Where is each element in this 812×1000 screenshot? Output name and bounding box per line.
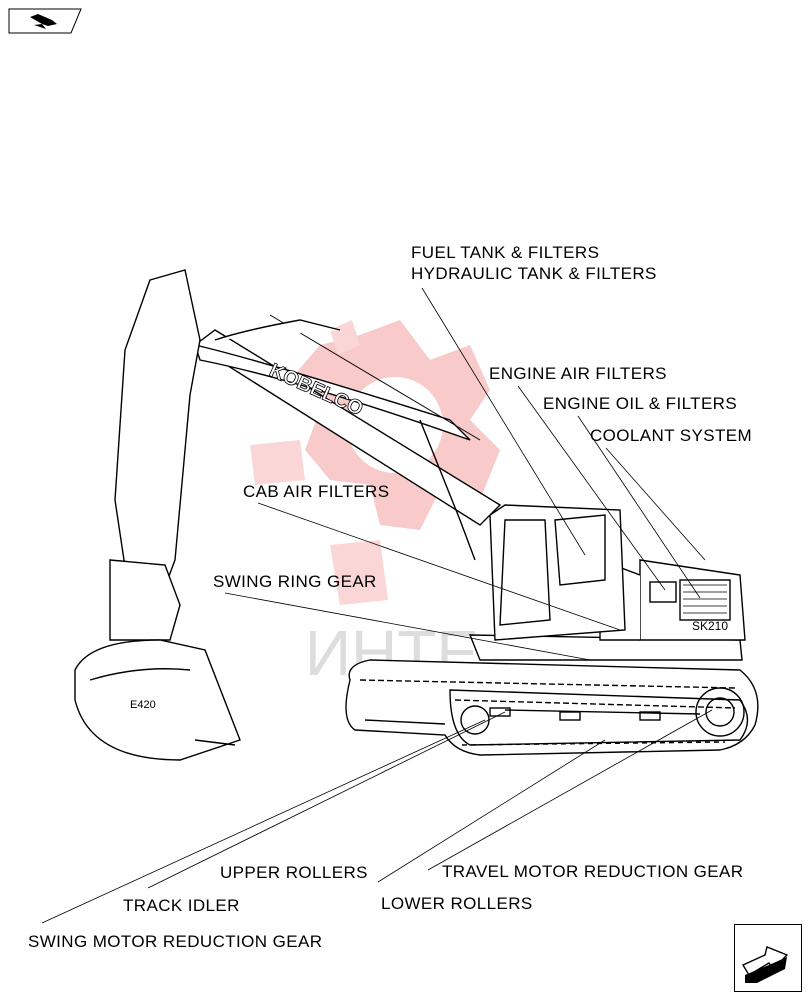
leader-coolant xyxy=(605,447,706,561)
label-travel-motor: TRAVEL MOTOR REDUCTION GEAR xyxy=(442,862,744,881)
leader-fuel-tank xyxy=(421,287,586,556)
leader-lower-rollers xyxy=(377,739,606,883)
watermark-gear-logo xyxy=(250,320,500,605)
label-engine-air: ENGINE AIR FILTERS xyxy=(489,364,667,383)
label-coolant: COOLANT SYSTEM xyxy=(590,426,753,445)
upper-structure xyxy=(468,504,746,661)
bucket-mark: E420 xyxy=(130,699,156,711)
model-badge: SK210 xyxy=(692,619,728,633)
back-nav-button[interactable] xyxy=(8,8,82,34)
leader-travel-motor xyxy=(427,709,713,871)
leader-swing-ring xyxy=(224,592,591,661)
label-lower-rollers: LOWER ROLLERS xyxy=(381,894,533,913)
leader-engine-oil xyxy=(577,415,701,599)
label-hydraulic-tank: HYDRAULIC TANK & FILTERS xyxy=(411,264,657,283)
leader-lines xyxy=(41,287,713,924)
label-engine-oil: ENGINE OIL & FILTERS xyxy=(543,394,738,413)
label-upper-rollers: UPPER ROLLERS xyxy=(220,863,368,882)
label-swing-ring: SWING RING GEAR xyxy=(213,572,377,591)
leader-engine-air xyxy=(517,385,666,591)
label-cab-air: CAB AIR FILTERS xyxy=(243,482,390,501)
undercarriage xyxy=(345,659,759,756)
leader-upper-rollers xyxy=(147,711,506,889)
boom-arm xyxy=(74,269,502,761)
leader-cab-air xyxy=(257,502,621,631)
page-forward-arrow-icon xyxy=(741,946,789,983)
leader-track-idler xyxy=(41,719,486,924)
forward-nav-button[interactable] xyxy=(734,924,802,992)
page-back-arrow-icon xyxy=(8,8,82,34)
label-track-idler: TRACK IDLER xyxy=(123,896,240,915)
label-fuel-tank: FUEL TANK & FILTERS xyxy=(411,243,600,262)
label-swing-motor: SWING MOTOR REDUCTION GEAR xyxy=(28,932,323,951)
